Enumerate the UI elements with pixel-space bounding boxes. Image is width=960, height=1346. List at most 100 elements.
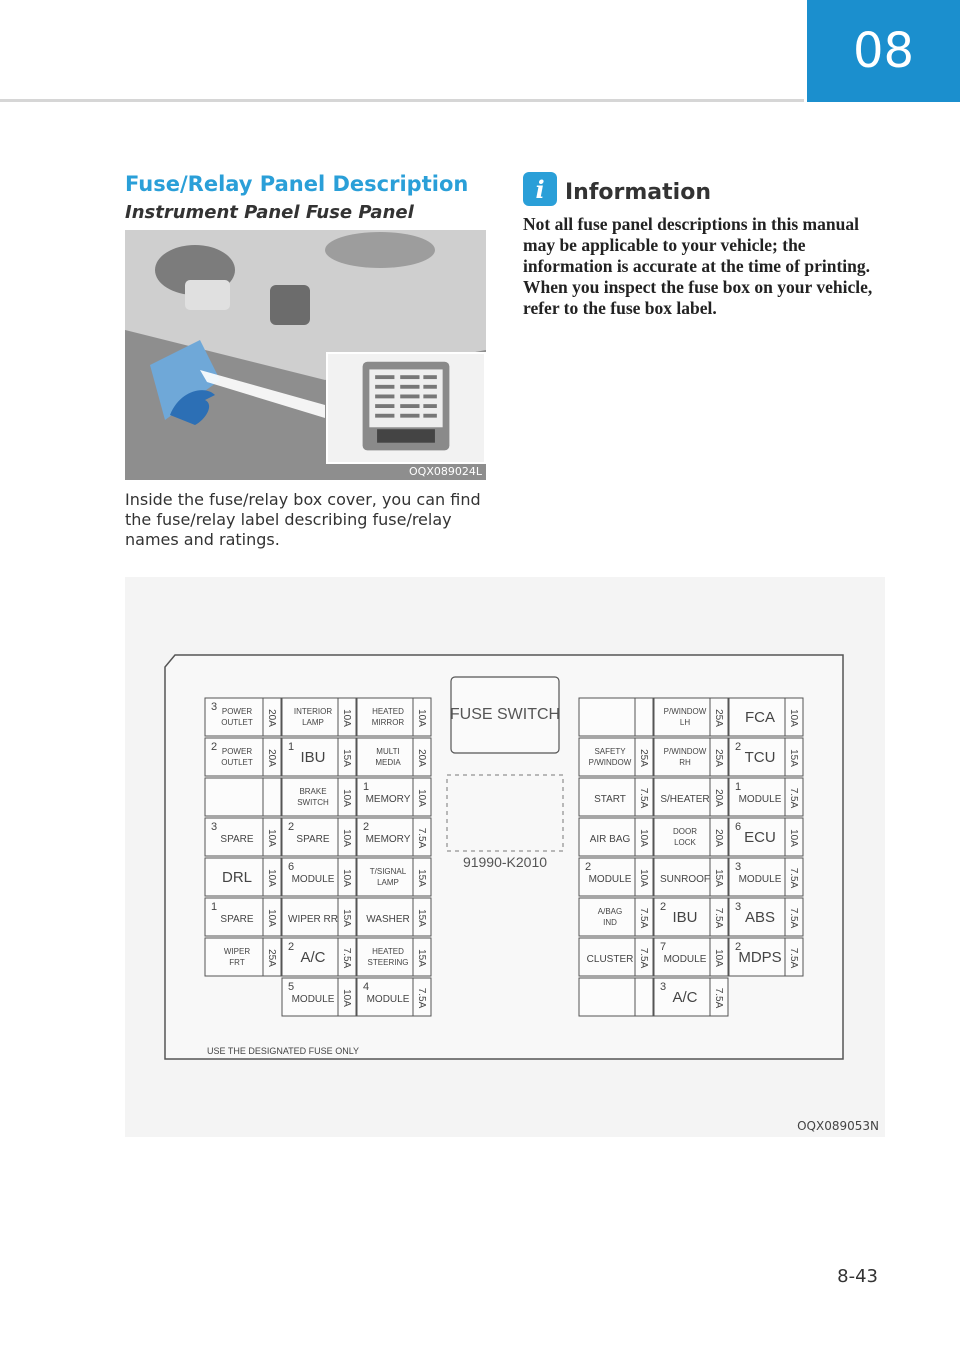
fuse-name-line: CLUSTER (587, 954, 634, 965)
fuse-rating: 25A (713, 709, 724, 727)
fuse-rating: 7.5A (638, 788, 649, 809)
fuse-name: TCU (745, 749, 776, 766)
fuse-name: MODULE (367, 994, 410, 1005)
fuse-name-line: POWER (222, 747, 252, 756)
fuse-name-line: SPARE (220, 834, 253, 845)
fuse-rating: 25A (266, 949, 277, 967)
fuse-name-line: SPARE (220, 914, 253, 925)
fuse-rating: 7.5A (788, 868, 799, 889)
fuse-name: T/SIGNAL LAMP (370, 867, 407, 887)
fuse-name: MODULE (589, 874, 632, 885)
fuse-name-line: A/C (300, 949, 325, 966)
fuse-cell: T/SIGNAL LAMP 15A (356, 857, 432, 897)
fuse-name-line: LOCK (674, 838, 696, 847)
fuse-rating: 15A (416, 869, 427, 887)
fuse-rating: 15A (341, 749, 352, 767)
fuse-name-line: MEMORY (366, 834, 411, 845)
fuse-name-line: FCA (745, 709, 775, 726)
fuse-switch-label: FUSE SWITCH (450, 706, 560, 723)
fuse-name-line: MODULE (292, 994, 335, 1005)
fuse-name-line: INTERIOR (294, 707, 332, 716)
fuse-name-line: RH (679, 758, 691, 767)
fuse-name-line: STEERING (368, 958, 409, 967)
fuse-name-line: HEATED (372, 947, 404, 956)
fuse-name: A/C (672, 989, 697, 1006)
fuse-number: 2 (660, 901, 666, 913)
fuse-name-line: OUTLET (221, 718, 253, 727)
fuse-name: MODULE (739, 794, 782, 805)
fuse-box-icon (362, 361, 450, 451)
fuse-rating: 20A (713, 789, 724, 807)
fuse-name: ABS (745, 909, 775, 926)
fuse-name-line: MODULE (739, 874, 782, 885)
fuse-name-line: MIRROR (372, 718, 405, 727)
fuse-name-line: LAMP (377, 878, 399, 887)
fuse-rating: 10A (266, 909, 277, 927)
fuse-name: SUNROOF (660, 874, 710, 885)
chapter-tab: 08 (807, 0, 960, 102)
fuse-number: 2 (363, 821, 369, 833)
fuse-name: SPARE (296, 834, 329, 845)
fuse-rating: 7.5A (638, 948, 649, 969)
fuse-name: SPARE (220, 914, 253, 925)
fuse-name: MODULE (739, 874, 782, 885)
fuse-rating: 10A (713, 949, 724, 967)
info-icon: i (523, 172, 557, 206)
fuse-rating: 7.5A (341, 948, 352, 969)
part-number: 91990-K2010 (463, 854, 547, 870)
designated-fuse-note: USE THE DESIGNATED FUSE ONLY (207, 1046, 359, 1056)
fuse-name-line: MODULE (739, 794, 782, 805)
fuse-name-line: FRT (229, 958, 245, 967)
fuse-name-line: WASHER (366, 914, 410, 925)
fuse-name-line: BRAKE (299, 787, 326, 796)
fuse-rating: 7.5A (788, 908, 799, 929)
fuse-name-line: T/SIGNAL (370, 867, 407, 876)
fuse-number: 3 (735, 901, 741, 913)
fuse-switch-slot (446, 774, 564, 852)
fuse-name-line: MODULE (292, 874, 335, 885)
fuse-rating: 7.5A (788, 788, 799, 809)
subsection-title: Instrument Panel Fuse Panel (125, 202, 414, 223)
fuse-number: 1 (288, 741, 294, 753)
fuse-name-line: WIPER (224, 947, 250, 956)
fuse-name-line: TCU (745, 749, 776, 766)
fuse-box-inset (326, 352, 486, 464)
fuse-panel-svg: FUSE SWITCH 91990-K2010 USE THE DESIGNAT… (164, 654, 844, 1060)
fuse-name-line: IBU (672, 909, 697, 926)
fuse-rating: 20A (713, 829, 724, 847)
fuse-name: IBU (672, 909, 697, 926)
fuse-rating: 10A (416, 709, 427, 727)
fuse-rating: 15A (341, 909, 352, 927)
fuse-name-line: OUTLET (221, 758, 253, 767)
fuse-cell: WIPER FRT 25A (204, 937, 282, 977)
fuse-name-line: LH (680, 718, 690, 727)
fuse-name: CLUSTER (587, 954, 634, 965)
fuse-number: 3 (735, 861, 741, 873)
fuse-name: MODULE (292, 994, 335, 1005)
fuse-name-line: A/BAG (598, 907, 622, 916)
fuse-name: MEMORY (366, 834, 411, 845)
